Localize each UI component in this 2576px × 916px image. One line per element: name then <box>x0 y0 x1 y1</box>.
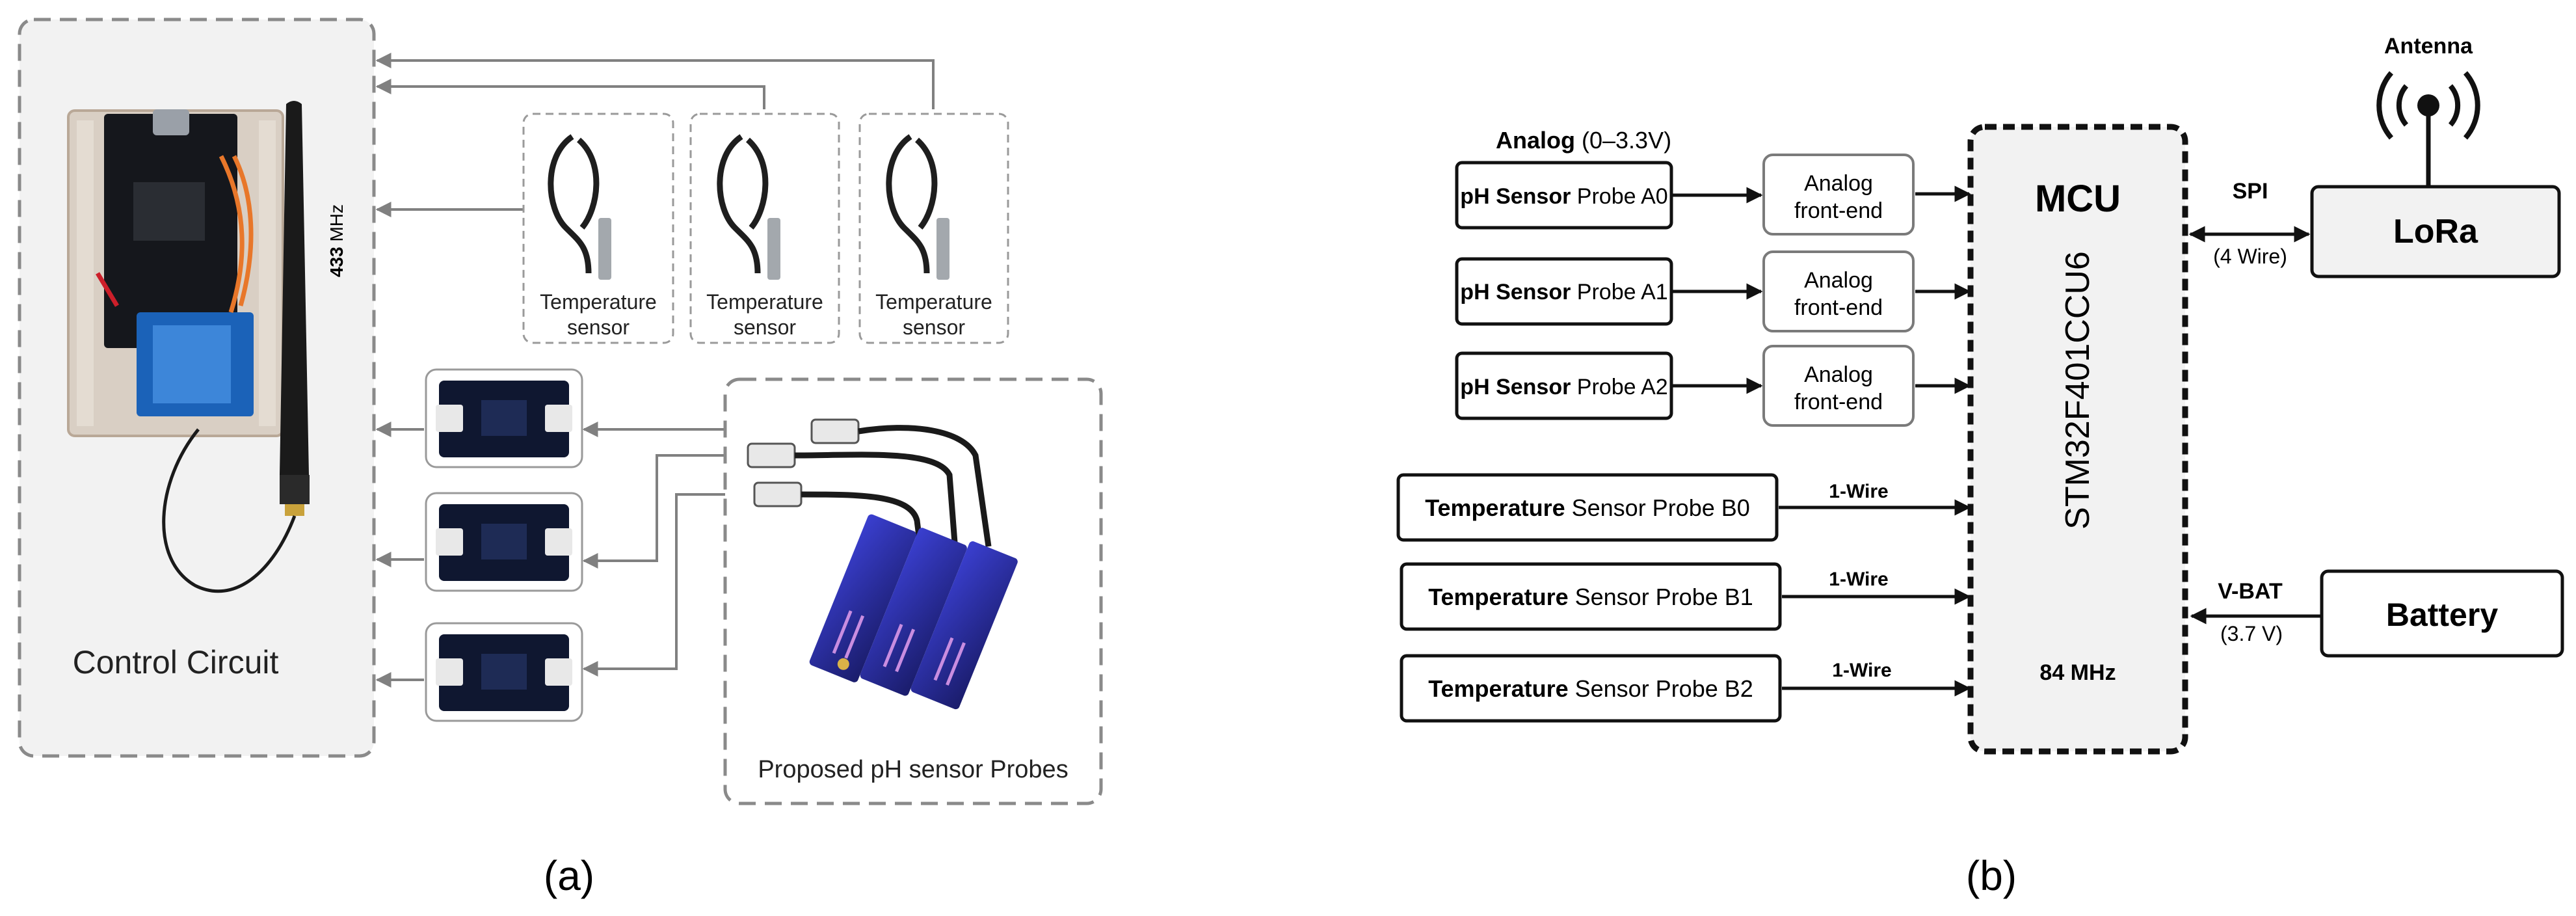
temperature-sensor-1-sublabel: sensor <box>567 316 630 339</box>
antenna-frequency-label: 433 MHz <box>326 204 347 277</box>
spi-label: SPI <box>2233 179 2268 204</box>
panel-b-label: (b) <box>1966 852 2017 899</box>
battery-block: Battery <box>2320 569 2564 658</box>
ph-probes-caption: Proposed pH sensor Probes <box>758 756 1068 783</box>
ph-sensor-a0: pH Sensor Probe A0 <box>1455 161 1673 230</box>
one-wire-label-b2: 1-Wire <box>1832 660 1891 681</box>
ph-frontend-board-3 <box>425 622 583 722</box>
svg-text:LoRa: LoRa <box>2393 213 2478 250</box>
spi-wire-count: (4 Wire) <box>2213 245 2287 268</box>
ph-sensor-a2: pH Sensor Probe A2 <box>1455 351 1673 420</box>
lora-block: LoRa <box>2310 185 2561 278</box>
breadboard-icon <box>67 109 284 437</box>
temperature-sensor-b0: Temperature Sensor Probe B0 <box>1396 473 1779 542</box>
panel-a-label: (a) <box>544 852 594 899</box>
svg-text:front-end: front-end <box>1794 295 1883 320</box>
temperature-sensor-2-sublabel: sensor <box>734 316 796 339</box>
svg-text:pH Sensor Probe A1: pH Sensor Probe A1 <box>1460 280 1667 304</box>
antenna-label: Antenna <box>2384 34 2473 59</box>
frontend-to-control-arrows <box>375 422 424 688</box>
one-wire-arrows <box>1779 499 1971 697</box>
temperature-sensor-1: Temperature sensor <box>522 113 674 344</box>
svg-text:front-end: front-end <box>1794 198 1883 223</box>
temperature-sensor-1-label: Temperature <box>540 290 657 314</box>
analog-frontend-a0: Analog front-end <box>1762 154 1915 236</box>
mcu-part-number: STM32F401CCU6 <box>2059 251 2097 530</box>
temperature-sensor-3-label: Temperature <box>875 290 992 314</box>
svg-text:pH Sensor Probe A0: pH Sensor Probe A0 <box>1460 184 1667 209</box>
mcu-block: MCU STM32F401CCU6 84 MHz <box>1967 124 2188 755</box>
svg-text:pH Sensor Probe A2: pH Sensor Probe A2 <box>1460 375 1667 399</box>
temperature-sensor-2-label: Temperature <box>706 290 823 314</box>
analog-frontend-a1: Analog front-end <box>1762 250 1915 332</box>
panel-a: 433 MHz Control Circuit Temperature sens… <box>18 18 1103 899</box>
antenna-icon <box>2376 71 2480 187</box>
svg-text:Analog: Analog <box>1804 362 1873 387</box>
one-wire-label-b0: 1-Wire <box>1829 481 1888 502</box>
panel-b: Analog (0–3.3V) pH Sensor Probe A0 pH Se… <box>1396 34 2564 899</box>
svg-text:Temperature Sensor Probe B0: Temperature Sensor Probe B0 <box>1425 494 1750 521</box>
vbat-label: V-BAT <box>2218 579 2283 604</box>
temperature-sensor-b2: Temperature Sensor Probe B2 <box>1400 654 1782 723</box>
antenna-icon <box>162 101 310 593</box>
svg-text:Battery: Battery <box>2386 597 2498 633</box>
svg-text:front-end: front-end <box>1794 390 1883 414</box>
temperature-sensor-3: Temperature sensor <box>858 113 1009 344</box>
mcu-clock: 84 MHz <box>2039 660 2116 685</box>
ph-probe-image <box>747 418 1018 710</box>
temperature-sensor-3-sublabel: sensor <box>903 316 965 339</box>
ph-frontend-board-2 <box>425 492 583 592</box>
svg-text:Analog: Analog <box>1804 171 1873 196</box>
control-circuit-label: Control Circuit <box>73 644 279 680</box>
analog-signal-arrows <box>1673 185 1971 394</box>
vbat-voltage: (3.7 V) <box>2220 622 2283 645</box>
svg-text:Analog: Analog <box>1804 268 1873 293</box>
analog-frontend-a2: Analog front-end <box>1762 345 1915 427</box>
one-wire-label-b1: 1-Wire <box>1829 569 1888 590</box>
svg-text:Temperature Sensor Probe B1: Temperature Sensor Probe B1 <box>1428 584 1753 610</box>
temperature-sensor-2: Temperature sensor <box>689 113 840 344</box>
ph-sensor-a1: pH Sensor Probe A1 <box>1455 257 1673 326</box>
temperature-sensor-b1: Temperature Sensor Probe B1 <box>1400 562 1782 631</box>
svg-text:Temperature Sensor Probe B2: Temperature Sensor Probe B2 <box>1428 675 1753 702</box>
analog-range-label: Analog (0–3.3V) <box>1496 127 1671 154</box>
mcu-title: MCU <box>2035 178 2121 220</box>
ph-frontend-board-1 <box>425 368 583 468</box>
